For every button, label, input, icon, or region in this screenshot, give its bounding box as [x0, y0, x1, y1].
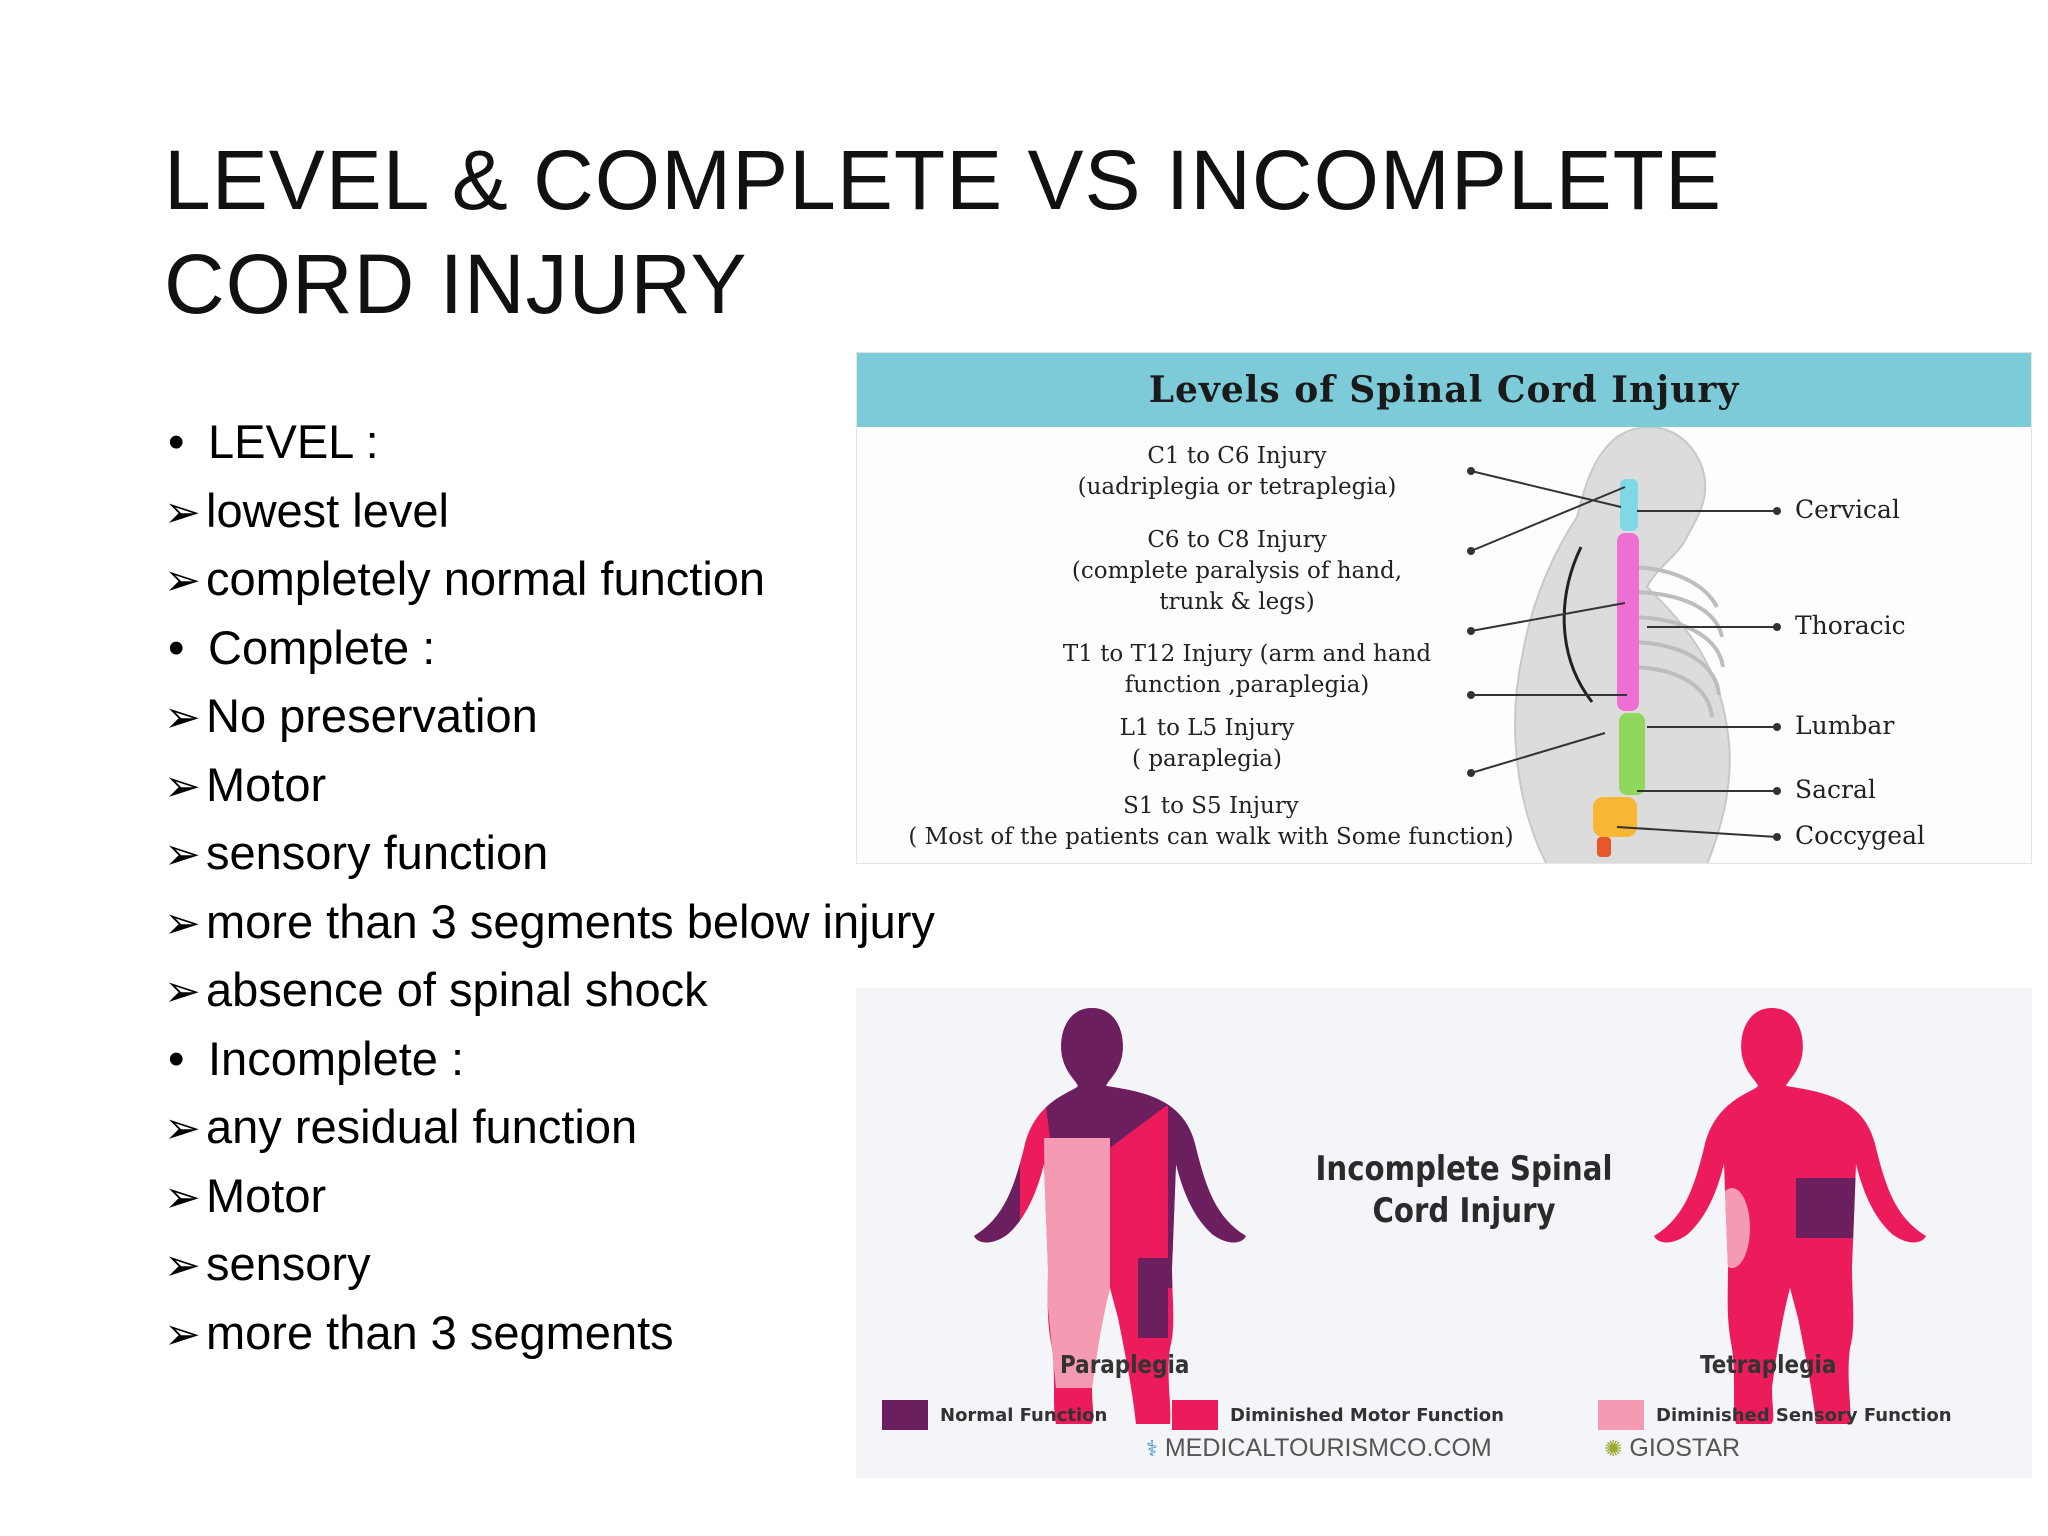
legend-label-sensory: Diminished Sensory Function: [1656, 1404, 1952, 1426]
injury-label-c1-c6: C1 to C6 Injury (uadriplegia or tetraple…: [1077, 443, 1397, 500]
bullet-text: any residual function: [206, 1100, 638, 1153]
bullet-text: Incomplete :: [208, 1031, 465, 1085]
bullet-item: • LEVEL :: [164, 408, 1044, 477]
pointer-lines-left: [1467, 467, 1627, 777]
legend-swatch-motor: [1172, 1400, 1218, 1430]
sub-bullet-item: ➢any residual function: [164, 1093, 1044, 1162]
arrow-marker: ➢: [164, 898, 201, 948]
sub-bullet-item: ➢Motor: [164, 751, 1044, 820]
tetraplegia-caption: Tetraplegia: [1700, 1350, 1837, 1379]
sub-bullet-item: ➢Motor: [164, 1162, 1044, 1231]
ribs: [1626, 565, 1725, 718]
region-label-thoracic: Thoracic: [1795, 611, 1906, 640]
body-diagrams: [974, 1008, 1926, 1424]
bullet-text: LEVEL :: [208, 415, 379, 468]
sub-bullet-item: ➢No preservation: [164, 682, 1044, 751]
sub-bullet-item: ➢sensory function: [164, 819, 1044, 888]
bullet-text: more than 3 segments: [206, 1305, 674, 1359]
region-label-lumbar: Lumbar: [1795, 711, 1895, 740]
arrow-marker: ➢: [164, 693, 201, 742]
sub-bullet-item: ➢completely normal function: [164, 545, 1044, 614]
arrow-marker: ➢: [164, 761, 201, 811]
bullet-text: No preservation: [206, 689, 538, 742]
legend-swatch-sensory: [1598, 1400, 1644, 1430]
arrow-marker: ➢: [164, 1309, 201, 1359]
bullet-text: Motor: [206, 1168, 327, 1222]
slide-title: LEVEL & COMPLETE VS INCOMPLETE CORD INJU…: [164, 133, 1722, 331]
bullet-text: sensory: [206, 1237, 371, 1290]
pointer-lines-right: [1616, 507, 1781, 841]
spine-illustration: [1467, 427, 1781, 863]
bullet-marker: •: [168, 620, 185, 674]
arrow-marker: ➢: [164, 1104, 201, 1153]
sub-bullet-item: ➢sensory: [164, 1230, 1044, 1299]
bullet-marker: •: [168, 415, 185, 468]
region-label-cervical: Cervical: [1795, 495, 1900, 524]
arrow-marker: ➢: [164, 556, 201, 605]
arrow-marker: ➢: [164, 1241, 201, 1290]
legend-diminished-motor: Diminished Motor Function: [1172, 1398, 1504, 1432]
incomplete-spinal-cord-injury-figure: Incomplete Spinal Cord Injury Paraplegia…: [856, 988, 2032, 1478]
incomplete-figure-title: Incomplete Spinal Cord Injury: [1315, 1149, 1613, 1231]
injury-label-l1-l5: L1 to L5 Injury ( paraplegia): [1119, 715, 1295, 772]
bullet-text: lowest level: [206, 483, 449, 537]
legend-diminished-sensory: Diminished Sensory Function: [1598, 1398, 1952, 1432]
source-medicaltourismco: ⚕ MEDICALTOURISMCO.COM: [1146, 1434, 1492, 1462]
giostar-logo-icon: ✺: [1604, 1436, 1623, 1461]
bullet-text: Complete :: [208, 620, 436, 674]
sub-bullet-item: ➢absence of spinal shock: [164, 956, 1044, 1025]
bullet-text: sensory function: [206, 826, 549, 879]
region-label-sacral: Sacral: [1795, 775, 1876, 804]
figure-header: Levels of Spinal Cord Injury: [857, 353, 2031, 427]
bullet-text: absence of spinal shock: [206, 963, 708, 1016]
injury-label-t1-t12: T1 to T12 Injury (arm and hand function …: [1062, 641, 1432, 698]
spine-vertebrae: [1593, 479, 1645, 857]
bullet-item: • Complete :: [164, 614, 1044, 683]
arrow-marker: ➢: [164, 967, 201, 1016]
sub-bullet-item: ➢more than 3 segments: [164, 1299, 1044, 1368]
medicaltourism-logo-icon: ⚕: [1146, 1436, 1158, 1461]
bullet-text: completely normal function: [206, 552, 766, 605]
sub-bullet-item: ➢more than 3 segments below injury: [164, 888, 1044, 957]
paraplegia-caption: Paraplegia: [1060, 1350, 1190, 1379]
bullet-item: • Incomplete :: [164, 1025, 1044, 1094]
arrow-marker: ➢: [164, 830, 201, 879]
legend-label-motor: Diminished Motor Function: [1230, 1404, 1504, 1426]
arrow-marker: ➢: [164, 487, 201, 537]
levels-of-spinal-cord-injury-figure: Levels of Spinal Cord Injury: [856, 352, 2032, 864]
legend-normal-function: Normal Function: [882, 1398, 1107, 1432]
bullet-text: more than 3 segments below injury: [206, 894, 935, 948]
legend-swatch-normal: [882, 1400, 928, 1430]
figure-body: C1 to C6 Injury (uadriplegia or tetraple…: [857, 427, 2031, 863]
source-giostar: ✺ GIOSTAR: [1604, 1434, 1741, 1462]
region-label-coccygeal: Coccygeal: [1795, 821, 1926, 850]
injury-label-s1-s5: S1 to S5 Injury ( Most of the patients c…: [908, 793, 1514, 850]
arrow-marker: ➢: [164, 1172, 201, 1222]
sub-bullet-item: ➢lowest level: [164, 477, 1044, 546]
arm-outline: [1562, 546, 1594, 703]
bullet-list: •LEVEL :➢lowest level➢completely normal …: [164, 408, 1044, 1367]
bullet-text: Motor: [206, 757, 327, 811]
bullet-marker: •: [168, 1031, 185, 1085]
legend-label-normal: Normal Function: [940, 1404, 1108, 1426]
injury-label-c6-c8: C6 to C8 Injury (complete paralysis of h…: [1071, 527, 1403, 615]
